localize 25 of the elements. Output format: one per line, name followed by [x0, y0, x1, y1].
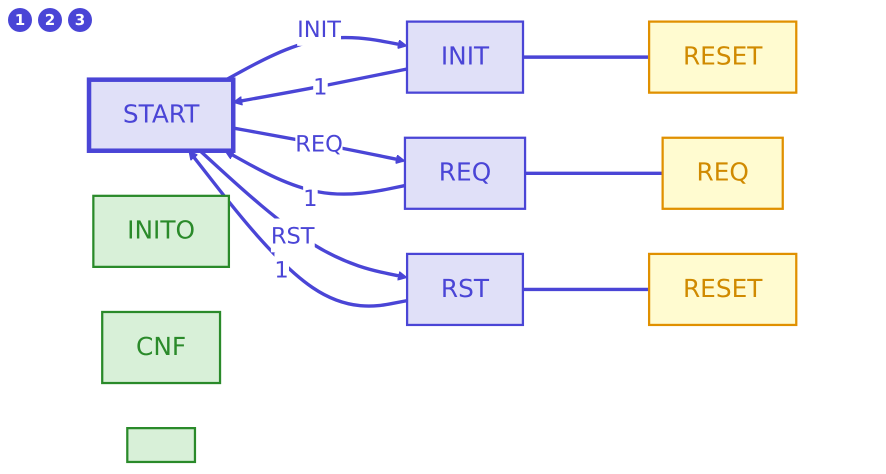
connector [525, 172, 663, 175]
node-box: REQ [404, 136, 527, 210]
edge-label: 1 [313, 73, 328, 100]
edge-label: INIT [297, 15, 342, 42]
edge-label: 1 [274, 256, 290, 284]
node-box: START [87, 77, 236, 153]
node-box: CNF [101, 310, 222, 384]
edge-label: 1 [303, 184, 318, 212]
edge-label: RST [271, 222, 315, 249]
node-box [126, 427, 196, 464]
priority-number-badge: 1 [8, 8, 32, 32]
node-box: INITO [92, 194, 230, 268]
priority-number-badge: 3 [68, 8, 92, 32]
node-box: RESET [648, 252, 798, 326]
node-box: REQ [662, 136, 784, 210]
arrow [224, 150, 406, 196]
node-box: RST [406, 252, 524, 326]
node-box: RESET [648, 20, 798, 94]
connector [523, 288, 650, 292]
connector [523, 55, 650, 59]
arrow [233, 126, 406, 164]
node-box: INIT [406, 20, 524, 94]
priority-number-badge: 2 [38, 8, 62, 32]
edge-label: REQ [296, 130, 344, 157]
arrow [188, 150, 408, 308]
